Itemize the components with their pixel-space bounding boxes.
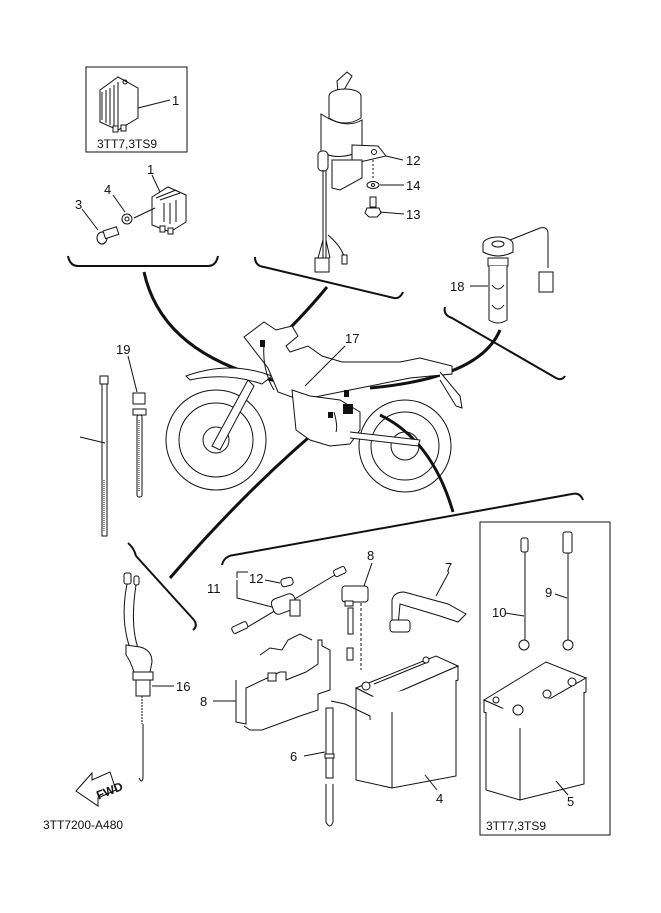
regulator-variant-box: 1 3TT7,3TS9 bbox=[85, 66, 188, 153]
callout-8b: 9 bbox=[545, 585, 552, 600]
callout-2: 3 bbox=[75, 197, 82, 212]
callout-4a: 4 bbox=[436, 791, 443, 806]
fuse-holder-assembly: 11 12 bbox=[207, 565, 347, 634]
lower-bracket bbox=[221, 492, 584, 566]
battery-box: 8 bbox=[200, 633, 331, 731]
callout-17: 18 bbox=[450, 279, 464, 294]
figure-code: 3TT7200-A480 bbox=[43, 818, 123, 832]
fuel-sender-assembly: 18 bbox=[443, 227, 566, 381]
callout-6: 6 bbox=[290, 749, 297, 764]
callout-14: 14 bbox=[406, 178, 420, 193]
callout-8a: 8 bbox=[367, 548, 374, 563]
battery-lead: 8 bbox=[341, 548, 374, 670]
battery-main: 4 bbox=[330, 655, 460, 806]
regulator-assembly: 1 4 3 bbox=[67, 162, 219, 267]
bands: 19 bbox=[79, 342, 147, 537]
variant-caption: 3TT7,3TS9 bbox=[97, 137, 157, 151]
callout-5: 8 bbox=[200, 694, 207, 709]
variant-caption: 3TT7,3TS9 bbox=[486, 819, 546, 833]
callout-12: 12 bbox=[406, 153, 420, 168]
callout-4b: 5 bbox=[567, 794, 574, 809]
battery-band: 7 bbox=[389, 560, 467, 633]
callout-3: 4 bbox=[104, 182, 111, 197]
callout-16: 17 bbox=[345, 331, 359, 346]
callout-9: 10 bbox=[492, 605, 506, 620]
callout-11: 12 bbox=[249, 571, 263, 586]
main-switch-assembly: 12 14 13 bbox=[254, 71, 420, 300]
breather-pipe: 6 bbox=[290, 707, 335, 827]
fwd-arrow-icon: FWD bbox=[75, 771, 125, 807]
callout-10: 11 bbox=[207, 581, 221, 596]
callout-15: 16 bbox=[176, 679, 190, 694]
callout-1b: 1 bbox=[147, 162, 154, 177]
callout-13: 13 bbox=[406, 207, 420, 222]
rectifier-regulator-variant-drawing bbox=[99, 76, 139, 133]
motorcycle-outline: 17 bbox=[165, 321, 463, 493]
battery-variant-box: 10 9 5 3TT7,3TS9 bbox=[479, 521, 611, 836]
callout-1a: 1 bbox=[172, 93, 179, 108]
callout-18: 19 bbox=[116, 342, 130, 357]
neutral-switch-assembly: 16 bbox=[123, 542, 197, 782]
callout-7: 7 bbox=[445, 560, 452, 575]
